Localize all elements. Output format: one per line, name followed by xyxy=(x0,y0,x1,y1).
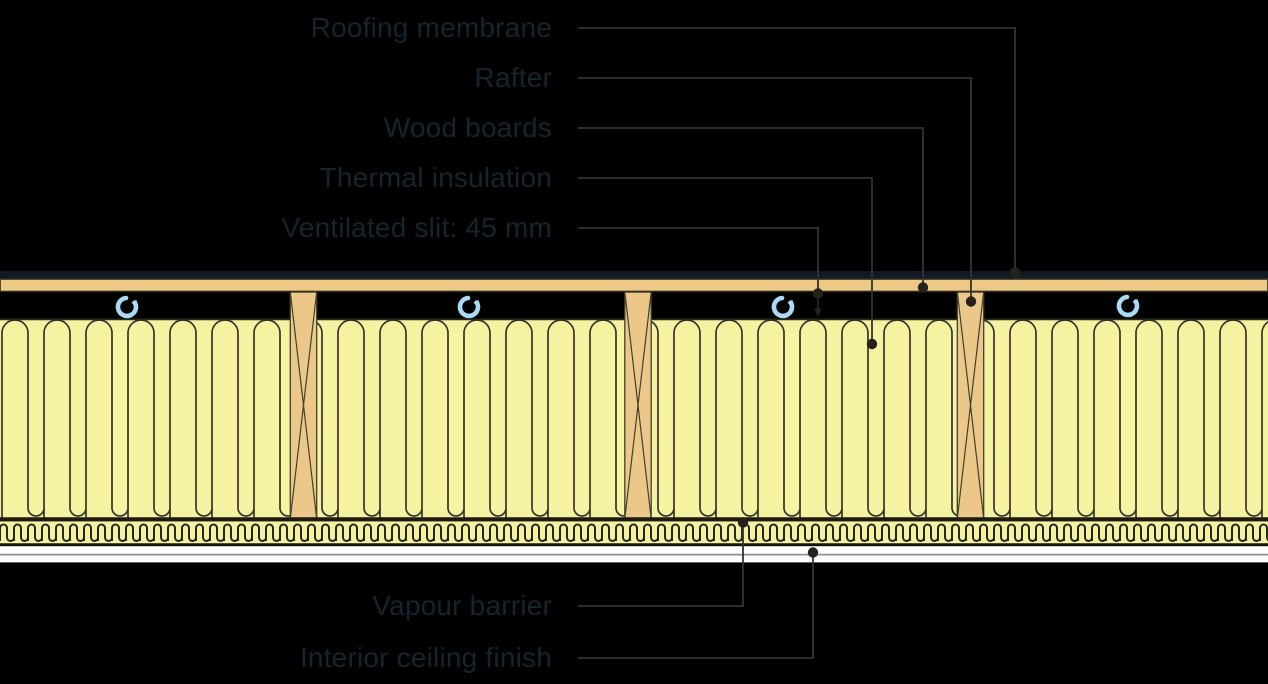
leader-dots xyxy=(737,267,1021,558)
airflow-curl-icon xyxy=(118,298,137,316)
dot-wood-boards xyxy=(917,282,929,293)
dot-interior-ceiling-finish xyxy=(807,547,819,558)
leader-rafter xyxy=(578,77,972,301)
label-wood-boards: Wood boards xyxy=(383,112,552,143)
dot-thermal-insulation xyxy=(866,338,878,350)
label-rafter: Rafter xyxy=(474,62,552,93)
wood-boards-layer xyxy=(0,278,1268,293)
airflow-curl-icon xyxy=(1119,297,1138,315)
label-roofing-membrane: Roofing membrane xyxy=(310,12,552,43)
leader-wood-boards xyxy=(578,127,924,287)
rafter xyxy=(956,291,985,520)
airflow-curl-icon xyxy=(774,298,793,316)
label-vapour-barrier: Vapour barrier xyxy=(372,590,552,621)
dot-roofing-membrane xyxy=(1009,267,1021,278)
leader-lines xyxy=(578,27,1016,659)
dot-rafter xyxy=(965,296,977,307)
rafter xyxy=(624,291,652,520)
airflow-curl-icon xyxy=(460,298,479,316)
dot-ventilated-slit xyxy=(812,288,824,299)
roofing-membrane-layer xyxy=(0,271,1268,279)
vapour-barrier-membrane-band xyxy=(0,521,1268,546)
interior-ceiling-finish-layer xyxy=(0,546,1268,563)
membrane-band-pattern xyxy=(0,523,1268,542)
dot-vapour-barrier xyxy=(737,517,749,528)
leader-interior-ceiling-finish xyxy=(578,552,814,659)
rafter xyxy=(289,291,318,520)
leader-roofing-membrane xyxy=(578,27,1016,272)
leader-thermal-insulation xyxy=(578,177,873,344)
label-thermal-insulation: Thermal insulation xyxy=(319,162,552,193)
leader-vapour-barrier xyxy=(578,523,744,607)
label-interior-ceiling-finish: Interior ceiling finish xyxy=(299,642,552,673)
leader-ventilated-slit xyxy=(578,227,819,293)
insulation-loop-pattern xyxy=(1,319,1268,518)
label-ventilated-slit: Ventilated slit: 45 mm xyxy=(281,212,552,243)
